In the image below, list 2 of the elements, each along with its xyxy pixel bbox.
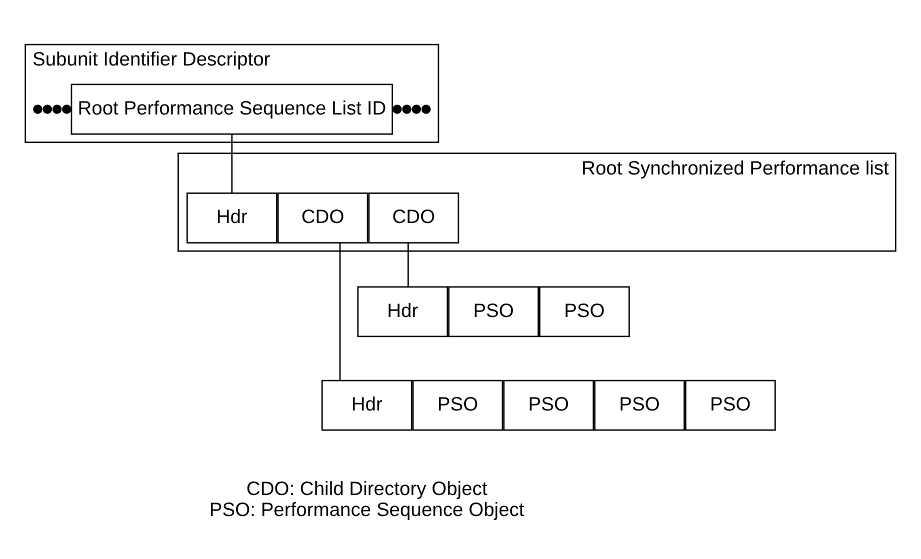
label: CDO: Child Directory Object — [246, 478, 488, 500]
label: PSO: Performance Sequence Object — [209, 499, 524, 520]
